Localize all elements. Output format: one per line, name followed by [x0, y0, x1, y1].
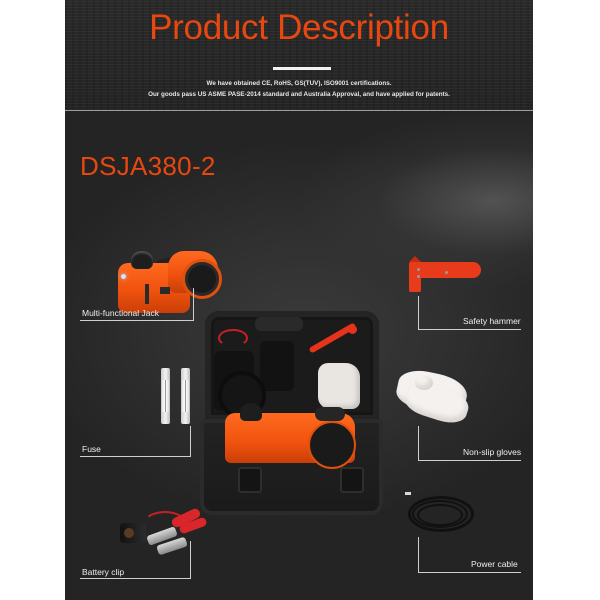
label-fuse: Fuse [82, 444, 101, 454]
case-latch-right [340, 467, 364, 493]
label-non-slip-gloves: Non-slip gloves [463, 447, 522, 457]
hammer-leader-vertical [418, 296, 419, 329]
battery-leader-vertical [190, 541, 191, 578]
gloves-in-case [318, 363, 360, 409]
standards-text: Our goods pass US ASME PASE-2014 standar… [148, 91, 450, 98]
battery-leader-horizontal [80, 578, 191, 579]
fuse-leader-vertical [190, 426, 191, 456]
wires-in-case [218, 329, 248, 347]
hydraulic-jack-icon [118, 249, 226, 317]
fuse-leader-horizontal [80, 456, 191, 457]
model-number: DSJA380-2 [80, 151, 216, 181]
hammer-leader-horizontal [418, 329, 521, 330]
label-power-cable: Power cable [471, 559, 518, 569]
page-title: Product Description [149, 8, 449, 47]
carrying-case-image [200, 311, 383, 515]
header-banner: Product Description We have obtained CE,… [65, 0, 533, 110]
label-multi-functional-jack: Multi-functional Jack [82, 308, 160, 318]
cable-leader-vertical [418, 537, 419, 572]
product-panel: DSJA380-2 Multi-functional Jack Safety h… [65, 111, 533, 600]
case-latch-left [238, 467, 262, 493]
banner-divider [65, 110, 533, 111]
safety-hammer-icon [405, 256, 485, 306]
gloves-leader-vertical [418, 426, 419, 460]
certifications-text: We have obtained CE, RoHS, GS(TUV), ISO9… [206, 80, 392, 87]
jack-leader-vertical [193, 288, 194, 320]
label-battery-clip: Battery clip [82, 567, 125, 577]
cable-leader-horizontal [418, 572, 521, 573]
product-description-page: Product Description We have obtained CE,… [65, 0, 533, 600]
label-safety-hammer: Safety hammer [463, 316, 521, 326]
gloves-leader-horizontal [418, 460, 521, 461]
title-underline [273, 67, 331, 70]
jack-leader-horizontal [80, 320, 194, 321]
